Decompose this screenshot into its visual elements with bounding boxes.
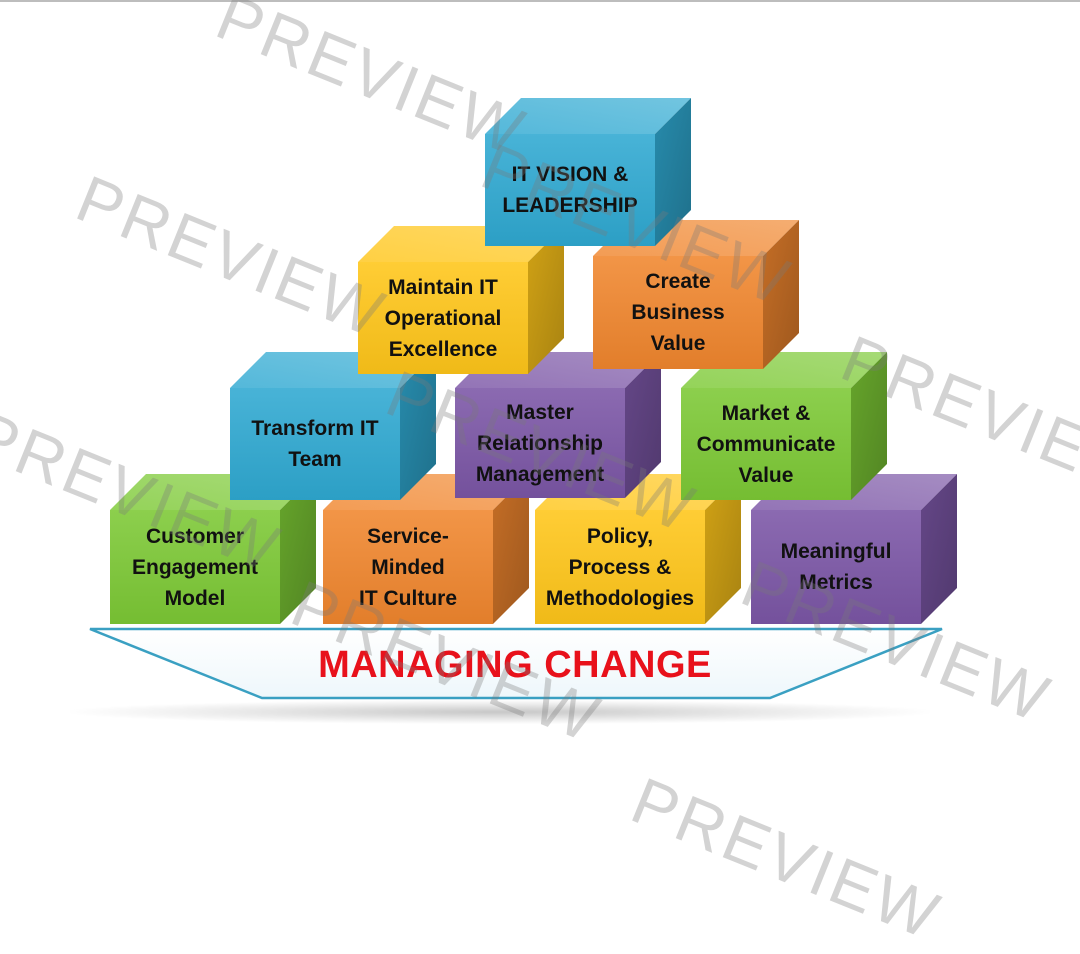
block-label: Maintain IT Operational Excellence [384,275,502,361]
block-label: Create Business Value [631,270,725,355]
managing-change-tray [89,627,943,700]
block-label: Market & Communicate Value [696,401,836,487]
block-label: Customer Engagement Model [131,524,259,610]
block-transform-team: Transform IT Team [230,352,436,500]
block-shape [681,352,887,500]
floor-shadow [70,700,930,724]
block-customer: Customer Engagement Model [110,474,316,624]
banner-title: MANAGING CHANGE [318,643,712,686]
block-shape [535,474,741,624]
block-label: Service- Minded IT Culture [359,524,457,610]
block-label: IT VISION & LEADERSHIP [502,163,638,217]
block-shape [110,474,316,624]
block-label: Master Relationship Management [475,400,605,486]
block-label: Transform IT Team [251,417,379,471]
block-vision: IT VISION & LEADERSHIP [485,98,691,246]
block-label: Meaningful Metrics [780,540,892,594]
block-shape [485,98,691,246]
block-market: Market & Communicate Value [681,352,887,500]
block-policy: Policy, Process & Methodologies [535,474,741,624]
top-border-line [0,0,1080,2]
block-shape [358,226,564,374]
block-culture: Service- Minded IT Culture [323,474,529,624]
block-label: Policy, Process & Methodologies [545,524,695,610]
block-operational: Maintain IT Operational Excellence [358,226,564,374]
